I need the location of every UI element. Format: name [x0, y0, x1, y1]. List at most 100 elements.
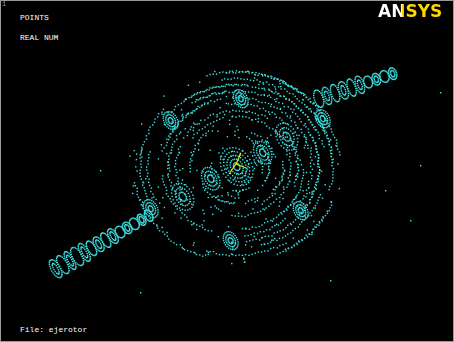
keypoint	[293, 199, 294, 200]
keypoint	[157, 228, 158, 229]
keypoint	[196, 170, 197, 171]
keypoint	[142, 224, 143, 225]
keypoint	[264, 89, 265, 90]
keypoint	[282, 138, 283, 139]
keypoint	[203, 187, 204, 188]
keypoint	[117, 241, 118, 242]
keypoint	[274, 113, 275, 114]
keypoint	[351, 80, 352, 81]
keypoint	[65, 260, 66, 261]
keypoint	[377, 82, 378, 83]
keypoint	[248, 91, 249, 92]
keypoint	[265, 218, 266, 219]
keypoint	[234, 197, 235, 198]
keypoint	[79, 251, 80, 252]
keypoint	[71, 256, 72, 257]
keypoint	[316, 89, 317, 90]
keypoint	[310, 199, 311, 200]
keypoint	[312, 210, 313, 211]
keypoint	[378, 81, 379, 82]
keypoint	[279, 80, 280, 81]
keypoint	[347, 98, 348, 99]
keypoint	[61, 270, 62, 271]
keypoint	[280, 212, 281, 213]
keypoint	[250, 104, 251, 105]
keypoint	[190, 251, 191, 252]
keypoint	[205, 133, 206, 134]
keypoint	[66, 262, 67, 263]
keypoint	[86, 243, 87, 244]
keypoint	[304, 136, 305, 137]
keypoint	[238, 254, 239, 255]
keypoint	[103, 243, 104, 244]
keypoint	[246, 136, 247, 137]
keypoint	[152, 218, 153, 219]
keypoint	[81, 265, 82, 266]
keypoint	[96, 249, 97, 250]
keypoint	[357, 83, 358, 84]
keypoint	[348, 90, 349, 91]
keypoint	[286, 98, 287, 99]
keypoint	[90, 253, 91, 254]
keypoint	[195, 109, 196, 110]
keypoint	[285, 83, 286, 84]
keypoint	[140, 214, 141, 215]
keypoint	[88, 250, 89, 251]
keypoint	[181, 103, 182, 104]
keypoint	[114, 231, 115, 232]
keypoint	[372, 81, 373, 82]
keypoint	[283, 211, 284, 212]
keypoint	[327, 123, 328, 124]
keypoint	[277, 247, 278, 248]
keypoint	[312, 196, 313, 197]
keypoint	[261, 163, 262, 164]
keypoint	[131, 231, 132, 232]
keypoint	[71, 259, 72, 260]
keypoint	[245, 254, 246, 255]
keypoint	[356, 92, 357, 93]
keypoint	[310, 172, 311, 173]
keypoint	[91, 254, 92, 255]
keypoint	[196, 93, 197, 94]
keypoint	[314, 226, 315, 227]
keypoint	[331, 153, 332, 154]
keypoint	[231, 196, 232, 197]
keypoint	[199, 82, 200, 83]
keypoint	[94, 246, 95, 247]
keypoint	[364, 89, 365, 90]
keypoint	[100, 234, 101, 235]
keypoint	[282, 164, 283, 165]
keypoint	[315, 105, 316, 106]
keypoint	[373, 78, 374, 79]
keypoint	[316, 118, 317, 119]
keypoint	[154, 118, 155, 119]
keypoint	[178, 152, 179, 153]
keypoint	[249, 111, 250, 112]
keypoint	[253, 142, 254, 143]
keypoint	[360, 92, 361, 93]
keypoint	[89, 260, 90, 261]
keypoint	[372, 84, 373, 85]
keypoint	[108, 229, 109, 230]
keypoint	[245, 216, 246, 217]
keypoint	[291, 141, 292, 142]
keypoint	[207, 97, 208, 98]
keypoint	[353, 82, 354, 83]
keypoint	[316, 189, 317, 190]
keypoint	[303, 112, 304, 113]
keypoint	[137, 191, 138, 192]
keypoint	[318, 106, 319, 107]
keypoint	[149, 185, 150, 186]
keypoint	[293, 88, 294, 89]
keypoint	[109, 238, 110, 239]
keypoint	[345, 91, 346, 92]
keypoint	[331, 202, 332, 203]
keypoint	[58, 272, 59, 273]
keypoint	[300, 92, 301, 93]
keypoint	[212, 130, 213, 131]
keypoint	[132, 228, 133, 229]
keypoint	[219, 86, 220, 87]
keypoint	[71, 265, 72, 266]
keypoint	[319, 122, 320, 123]
keypoint	[61, 270, 62, 271]
